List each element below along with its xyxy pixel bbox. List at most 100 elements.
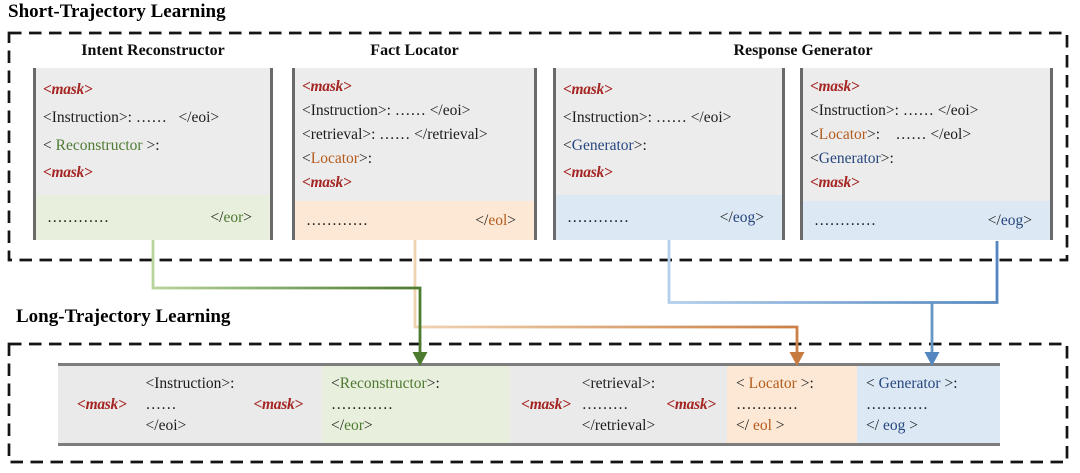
reconstructor-token: Reconstructor xyxy=(55,136,143,154)
instruction-line: <Instruction>: …… </eoi> xyxy=(43,109,266,126)
mask-token: <mask> xyxy=(302,173,352,191)
bracket: </ xyxy=(987,211,1001,229)
eor-close-tag: </eor> xyxy=(210,209,252,227)
text-span: <retrieval>: …… </retrieval> xyxy=(302,125,488,143)
eog-token: eog xyxy=(732,208,756,226)
reconstructor-connector-line xyxy=(151,240,422,353)
generator-tag-line: <Generator>: xyxy=(563,136,778,154)
bracket: < xyxy=(810,125,819,143)
generator-token: Generator xyxy=(878,375,941,392)
open-tag: <retrieval>: xyxy=(581,375,656,392)
token-lines: <mask> <Instruction>: …… </eoi> <Generat… xyxy=(556,68,782,195)
bracket: < xyxy=(866,375,879,392)
bracket: > xyxy=(755,208,764,226)
locator-connector-line xyxy=(413,240,799,353)
open-tag: < Generator >: xyxy=(866,373,958,394)
response-generator-box-right: <mask> <Instruction>: …… </eoi> <Locator… xyxy=(800,68,1053,240)
mask-token: <mask> xyxy=(521,395,571,413)
instruction-line: <Instruction>: …… </eoi> xyxy=(563,109,778,126)
dots: ………… xyxy=(814,211,876,229)
reconstructor-tag-line: < Reconstructor >: xyxy=(43,136,266,154)
text-span: <Instruction>: …… </eoi> xyxy=(302,101,471,119)
locator-token: Locator xyxy=(748,375,797,392)
dots: ………… xyxy=(306,211,368,229)
bracket: >: …… </eol> xyxy=(866,125,972,143)
dots: ………… xyxy=(331,396,393,413)
close-tag: </ eol > xyxy=(736,415,814,436)
header-intent-reconstructor: Intent Reconstructor xyxy=(81,42,225,59)
mask-token: <mask> xyxy=(810,173,860,191)
reconstructor-token: Reconstructor xyxy=(339,375,427,392)
close-tag: </eor> xyxy=(331,415,440,436)
bracket: >: xyxy=(796,375,814,392)
bracket: < xyxy=(736,375,749,392)
token-lines: <mask> <Instruction>: …… </eoi> < Recons… xyxy=(36,68,270,195)
instruction-line: <Instruction>: …… </eoi> xyxy=(810,101,1046,119)
bracket: </ xyxy=(210,208,224,226)
generator-column: < Generator >: ………… </ eog > xyxy=(857,373,958,436)
mask-token: <mask> xyxy=(302,77,352,95)
bracket: >: xyxy=(142,136,160,154)
bracket: >: xyxy=(633,136,647,154)
mask-line: <mask> xyxy=(302,77,530,95)
mask-line: <mask> xyxy=(43,82,266,98)
mask-line: <mask> xyxy=(810,173,1046,191)
bracket: </ xyxy=(475,211,489,229)
bracket: < xyxy=(331,375,340,392)
open-tag: <Instruction>: xyxy=(145,375,235,392)
long-trajectory-title: Long-Trajectory Learning xyxy=(16,306,231,327)
instruction-line: <Instruction>: …… </eoi> xyxy=(302,101,530,119)
dots: …… xyxy=(145,396,177,413)
bracket: > xyxy=(1023,211,1032,229)
long-seg-retrieval: <mask> <retrieval>: ……… </retrieval> <ma… xyxy=(510,366,727,443)
bracket: >: xyxy=(940,375,958,392)
bracket: </ xyxy=(866,417,883,434)
short-trajectory-title: Short-Trajectory Learning xyxy=(8,1,226,22)
generator-tag-line: <Generator>: xyxy=(810,149,1046,167)
mask-token: <mask> xyxy=(563,81,613,99)
open-tag: <Reconstructor>: xyxy=(331,373,440,394)
long-trajectory-sequence-bar: <mask> <Instruction>: …… </eoi> <mask> <… xyxy=(58,363,1000,446)
text-span: <Instruction>: …… </eoi> xyxy=(810,101,979,119)
bracket: </ xyxy=(331,417,345,434)
bracket: >: xyxy=(358,149,373,167)
long-seg-locator: < Locator >: ………… </ eol > xyxy=(727,366,857,443)
bracket: > xyxy=(905,417,918,434)
open-tag: < Locator >: xyxy=(736,373,814,394)
generator-token: Generator xyxy=(818,149,881,167)
eor-token: eor xyxy=(344,417,364,434)
eor-token: eor xyxy=(223,208,244,226)
dots: ………… xyxy=(567,208,629,226)
mask-token: <mask> xyxy=(77,395,127,413)
locator-output-strip: ………… </eol> xyxy=(295,201,534,240)
response-generator-box-left: <mask> <Instruction>: …… </eoi> <Generat… xyxy=(553,68,785,240)
long-seg-instruction: <mask> <Instruction>: …… </eoi> <mask> xyxy=(58,366,322,443)
generator-connector-line xyxy=(667,240,999,304)
eog-token: eog xyxy=(1000,211,1024,229)
close-tag: </eoi> xyxy=(145,417,187,434)
bracket: > xyxy=(771,417,785,434)
bracket: > xyxy=(243,208,252,226)
dots: ………… xyxy=(736,396,798,413)
intent-reconstructor-box: <mask> <Instruction>: …… </eoi> < Recons… xyxy=(33,68,273,240)
dots: ………… xyxy=(47,208,109,226)
mask-line: <mask> xyxy=(563,165,778,181)
token-lines: <mask> <Instruction>: …… </eoi> <retriev… xyxy=(295,68,534,201)
mask-token: <mask> xyxy=(43,164,93,182)
locator-tag-line: <Locator>: …… </eol> xyxy=(810,125,1046,143)
locator-tag-line: <Locator>: xyxy=(302,149,530,167)
retrieval-line: <retrieval>: …… </retrieval> xyxy=(302,125,530,143)
mask-line: <mask> xyxy=(563,82,778,98)
mask-token: <mask> xyxy=(810,77,860,95)
eol-token: eol xyxy=(752,417,772,434)
generator-output-strip: ………… </eog> xyxy=(556,195,782,240)
bracket: < xyxy=(563,136,572,154)
locator-token: Locator xyxy=(818,125,867,143)
eog-close-tag: </eog> xyxy=(720,209,764,227)
mask-line: <mask> xyxy=(302,173,530,191)
locator-column: < Locator >: ………… </ eol > xyxy=(727,373,814,436)
mask-token: <mask> xyxy=(253,395,304,413)
bracket: > xyxy=(363,417,373,434)
dots: ………… xyxy=(866,396,928,413)
long-seg-reconstructor: <Reconstructor>: ………… </eor> xyxy=(322,366,510,443)
